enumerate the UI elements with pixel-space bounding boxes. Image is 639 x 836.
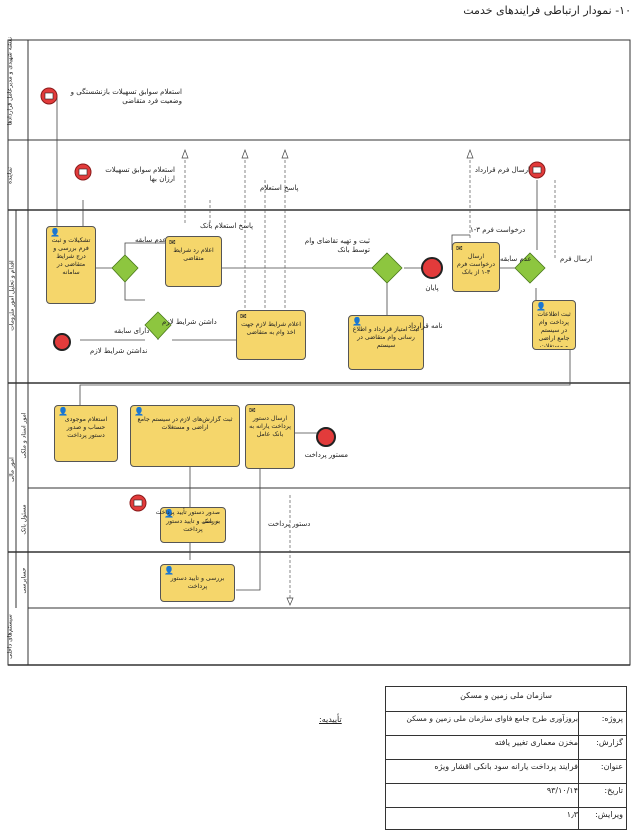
envelope-icon [44,92,54,100]
flow [124,282,145,301]
flow-label: نامه قرارداد [408,322,443,330]
event-label: استعلام سوابق تسهیلات بازنشستگی و وضعیت … [70,88,182,105]
flow-label: دستور پرداخت [268,520,311,528]
end-event [421,257,443,279]
info-row: عنوان:فرایند پرداخت یارانه سود بانکی اقش… [386,759,626,784]
task[interactable]: 👤بررسی و تأیید دستور پرداخت [160,564,235,602]
arrowhead [181,149,189,159]
event-label: ارسال فرم قرارداد [474,166,530,174]
flow-label: ثبت و تهیه تقاضای وام توسط بانک [304,237,370,254]
user-icon: 👤 [164,509,174,518]
end-event [316,427,336,447]
flow-label: صدور دستور تأیید پرداخت به بانک [155,509,220,525]
gateway [144,311,172,340]
flow-label: پاسخ استعلام بانک [200,222,254,230]
task[interactable]: ✉اعلام رد شرایط متقاضی [165,236,222,287]
flow [236,430,261,591]
arrowhead [241,149,249,159]
task[interactable]: 👤ثبت اطلاعات پرداخت وام در سیستم جامع ار… [532,300,576,350]
task[interactable]: 👤ثبت گزارش‌های لازم در سیستم جامع اراضی … [130,405,240,467]
flow-label: پاسخ استعلام [260,184,299,192]
arrowheads [181,149,474,606]
task[interactable]: 👤بررسی و تأیید دستور پرداخت [160,507,226,543]
lane-label: حسابرسی [20,567,28,594]
task[interactable]: ✉ارسال دستور پرداخت یارانه به بانک عامل [245,404,295,469]
send-icon: ✉ [456,244,463,253]
end-event [53,333,71,351]
approval-label: تأییدیه: [319,715,342,724]
task[interactable]: ✉اعلام شرایط لازم جهت اخذ وام به متقاضی [236,310,306,360]
message-flows [184,150,556,605]
arrowhead [281,149,289,159]
envelope-icon [532,166,542,174]
arrowhead [466,149,474,159]
task[interactable]: 👤تشکیلات و ثبت فرم بررسی و درج شرایط متق… [46,226,96,304]
send-icon: ✉ [169,238,176,247]
flow-label: دارای سابقه [114,327,150,335]
page-title: ۱۰- نمودار ارتباطی فرایندهای خدمت [463,4,631,17]
flow-label: داشتن شرایط لازم [162,318,217,326]
lane-label: سیستم‌های داخلی [6,614,14,659]
task[interactable]: ✉ارسال درخواست فرم ۳-۱ از بانک [452,242,500,292]
send-icon: ✉ [249,406,256,415]
gateway [371,252,403,284]
event-label: پایان [425,284,439,292]
flow-label: عدم سابقه [135,236,167,244]
event-label: مستور پرداخت [304,451,348,459]
divider [578,711,579,829]
info-row: ویرایش:۱٫۳ [386,807,626,832]
title-block: سازمان ملی زمین و مسکن پروژه:بروزآوری طر… [385,686,627,830]
user-icon: 👤 [58,407,68,416]
user-icon: 👤 [134,407,144,416]
flow-label: نداشتن شرایط لازم [90,347,148,355]
send-icon: ✉ [240,312,247,321]
info-row: تاریخ:۹۳/۱۰/۱۴ [386,783,626,808]
envelope-icon [78,168,88,176]
gateways [111,252,546,340]
envelope-icon [133,499,143,507]
task[interactable]: 👤ثبت امتیاز قرارداد و اطلاع رسانی وام مت… [348,315,424,370]
info-row: پروژه:بروزآوری طرح جامع فاوای سازمان ملی… [386,711,626,736]
info-row: گزارش:مخزن معماری تغییر یافته [386,735,626,760]
flow [79,350,571,405]
arrowhead [286,597,294,606]
lane-label: نماینده [6,167,14,184]
flow-label: عدم سابقه [500,255,532,263]
gateway [111,254,139,283]
flow-label: درخواست فرم ۳-۱ [470,226,526,234]
flow [124,242,165,255]
user-icon: 👤 [50,228,60,237]
user-icon: 👤 [352,317,362,326]
org-name: سازمان ملی زمین و مسکن [460,691,552,700]
flow-label: ارسال فرم [560,255,593,263]
lane-label: امور مالی [8,457,16,482]
envelope-icons [44,92,542,507]
lane-label: نقشه شهیدی و مدیرعامل قراردادها [6,36,14,126]
lane-label: مسئول بانک [20,504,28,535]
user-icon: 👤 [164,566,174,575]
lane-label: اقدام و تحلیل امور ملزومات [8,260,16,331]
lane-label: امور اسناد و ملکی [20,412,28,459]
event-label: استعلام سوابق تسهیلات ارزان بها [105,166,175,183]
user-icon: 👤 [536,302,546,311]
gateway [514,252,546,284]
task[interactable]: 👤استعلام موجودی حساب و صدور دستور پرداخت [54,405,118,462]
